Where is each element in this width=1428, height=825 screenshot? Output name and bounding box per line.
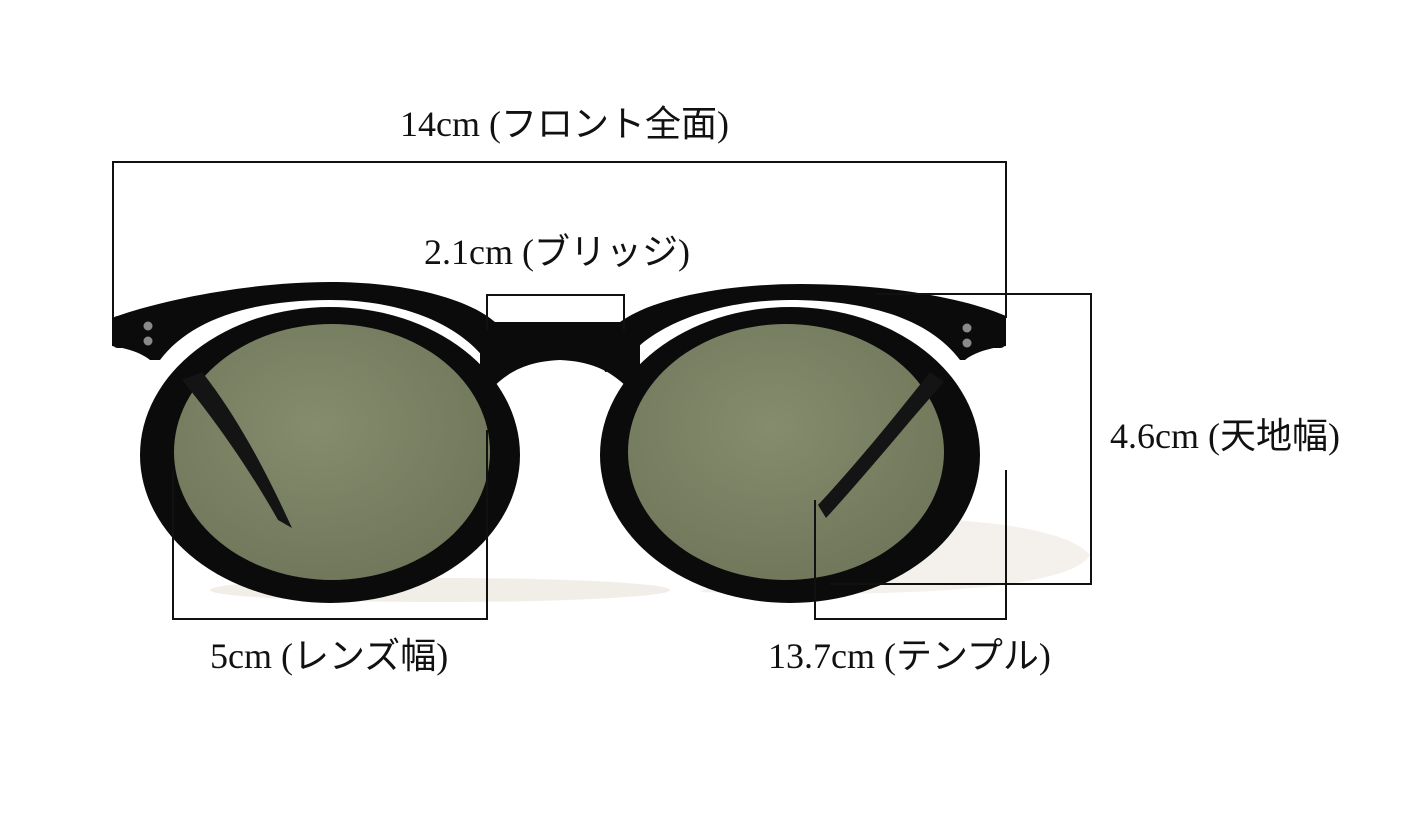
left-lens <box>174 324 490 580</box>
right-lens <box>628 324 944 580</box>
right-pin-bottom <box>962 338 972 348</box>
right-temple-arm <box>818 372 944 518</box>
frame-brow <box>112 282 1006 372</box>
lens-width-label: 5cm (レンズ幅) <box>210 636 449 676</box>
bridge-bracket <box>486 294 625 330</box>
temple-length-label: 13.7cm (テンプル) <box>768 636 1051 676</box>
sunglasses-photo <box>112 282 1006 603</box>
bridge-label: 2.1cm (ブリッジ) <box>424 232 690 272</box>
bridge-piece <box>480 330 640 400</box>
front-width-bracket <box>112 161 1007 318</box>
left-endpiece <box>112 316 142 348</box>
lens-width-bracket <box>172 430 488 620</box>
temple-bracket <box>814 470 1007 620</box>
lens-height-bracket <box>830 293 1092 585</box>
left-pin-bottom <box>143 336 153 346</box>
right-endpiece <box>976 316 1006 348</box>
front-width-label: 14cm (フロント全面) <box>400 104 729 144</box>
left-temple-arm <box>182 372 292 528</box>
left-pin-top <box>143 321 153 331</box>
measurement-lines <box>112 161 1092 620</box>
right-pin-top <box>962 323 972 333</box>
lens-height-label: 4.6cm (天地幅) <box>1110 416 1340 456</box>
